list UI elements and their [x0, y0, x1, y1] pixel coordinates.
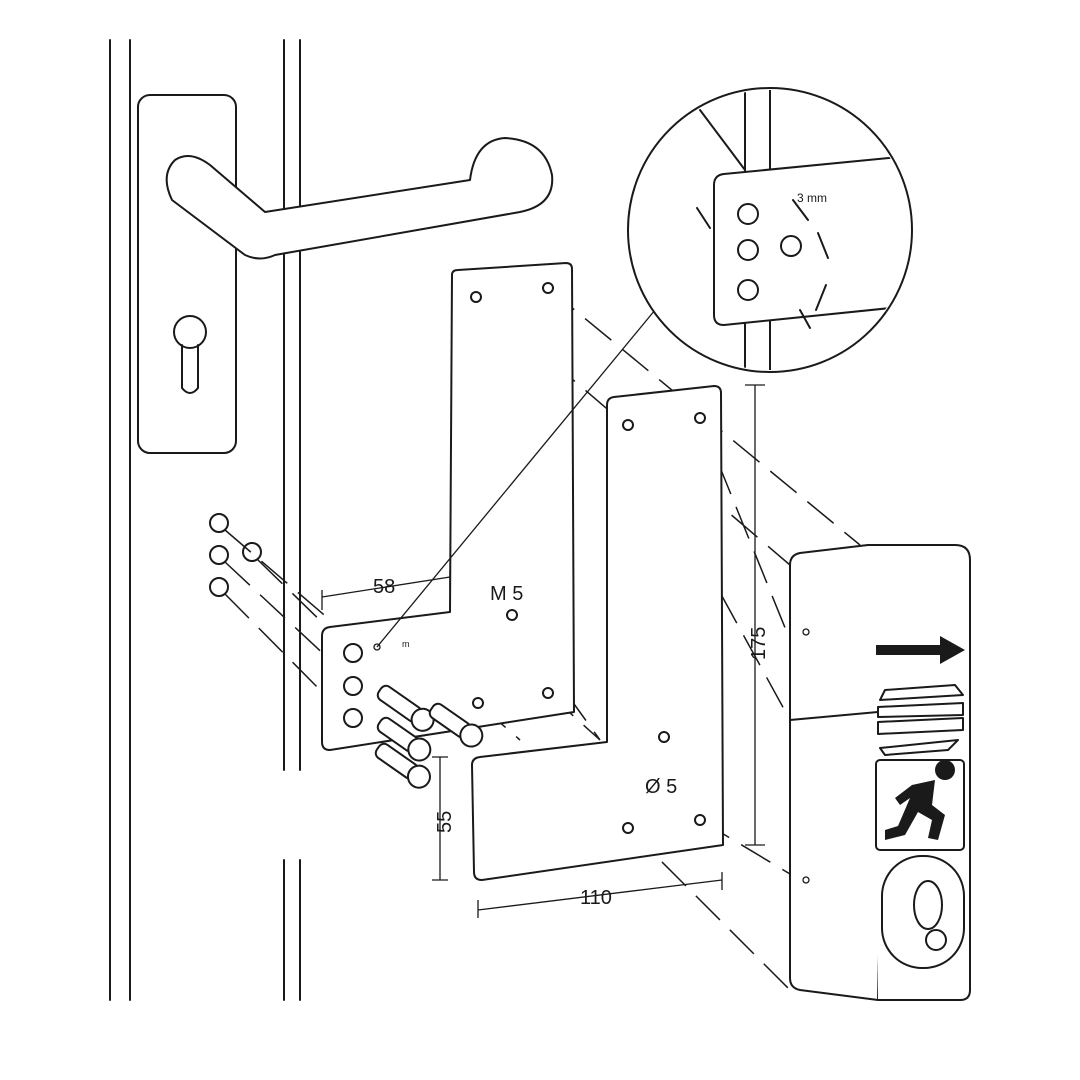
- dimension-width-top: 58: [373, 576, 395, 598]
- exit-alarm-device: [789, 544, 971, 1001]
- vent-slots: [877, 684, 964, 756]
- wall-plugs: [374, 684, 484, 789]
- door-handle: [137, 94, 554, 454]
- detail-magnifier: [627, 87, 913, 373]
- arrow-right-icon: [876, 636, 965, 664]
- detail-gap-label: 3 mm: [797, 191, 827, 205]
- thread-size-label: M 5: [490, 583, 523, 605]
- dimension-foot-height: 55: [434, 811, 456, 833]
- hole-diameter-label: Ø 5: [645, 776, 677, 798]
- small-mark-label: m: [402, 639, 410, 649]
- dimension-foot-width: 110: [580, 887, 612, 909]
- door-frame: [109, 39, 301, 1001]
- mounting-plate-front: [471, 385, 724, 881]
- running-person-icon: [885, 760, 955, 840]
- dimension-height: 175: [748, 627, 770, 660]
- wall-drill-holes: [209, 513, 331, 701]
- dimension-lines: [321, 309, 765, 918]
- key-cylinder-icon: [913, 880, 947, 951]
- screw-holes: [343, 282, 706, 834]
- lock-cylinder-icon: [173, 315, 207, 394]
- mounting-plate-back: [321, 262, 575, 751]
